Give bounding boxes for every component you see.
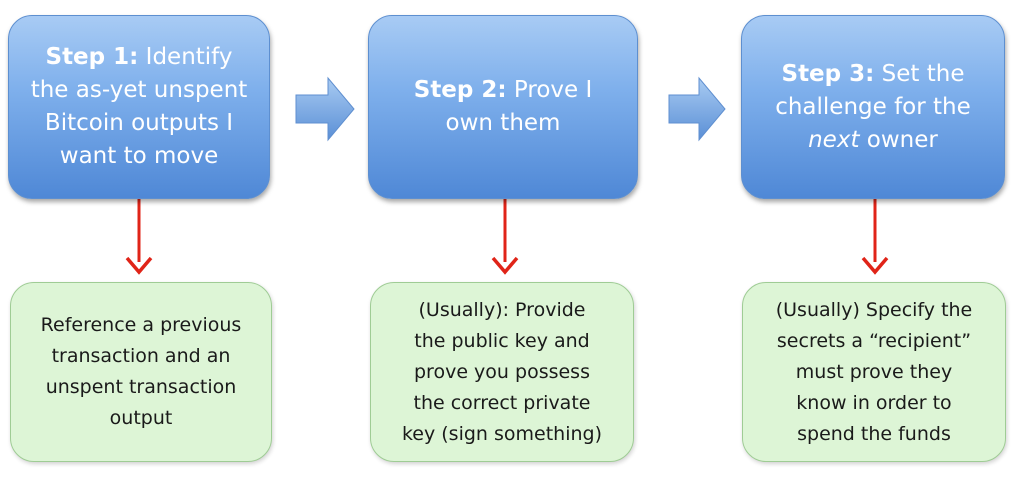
step-1-line-4: want to move bbox=[59, 143, 219, 169]
note-1-line-3: unspent transaction bbox=[45, 376, 237, 398]
step-3-line-3-rest: owner bbox=[859, 126, 938, 153]
note-3-box: (Usually) Specify the secrets a “recipie… bbox=[742, 282, 1006, 462]
note-2-line-2: the public key and bbox=[414, 329, 590, 352]
connector-arrow-3 bbox=[861, 199, 889, 275]
note-3-line-3: must prove they bbox=[795, 360, 953, 383]
step-2-text: Step 2: Prove I own them bbox=[414, 74, 593, 140]
note-2-line-4: the correct private bbox=[413, 391, 591, 414]
connector-arrow-2 bbox=[491, 199, 519, 275]
note-2-line-1: (Usually): Provide bbox=[418, 298, 586, 321]
note-1-text: Reference a previous transaction and an … bbox=[41, 310, 242, 434]
step-2-line-1: Prove I bbox=[513, 77, 593, 103]
step-3-line-1: Set the bbox=[881, 60, 965, 87]
note-1-line-2: transaction and an bbox=[51, 345, 231, 367]
step-2-box: Step 2: Prove I own them bbox=[368, 15, 638, 199]
step-1-line-1: Identify bbox=[145, 44, 233, 70]
step-3-box: Step 3: Set the challenge for the next o… bbox=[741, 15, 1005, 199]
step-2-line-2: own them bbox=[445, 110, 561, 136]
note-2-box: (Usually): Provide the public key and pr… bbox=[370, 282, 634, 462]
note-3-line-2: secrets a “recipient” bbox=[776, 329, 972, 352]
step-1-label: Step 1: bbox=[45, 44, 139, 70]
flow-arrow-1-to-2 bbox=[295, 76, 355, 142]
step-3-line-2: challenge for the bbox=[775, 93, 971, 120]
step-1-box: Step 1: Identify the as-yet unspent Bitc… bbox=[8, 15, 270, 199]
note-1-box: Reference a previous transaction and an … bbox=[10, 282, 272, 462]
step-3-italic-word: next bbox=[808, 126, 860, 153]
note-2-line-5: key (sign something) bbox=[401, 422, 603, 445]
step-1-text: Step 1: Identify the as-yet unspent Bitc… bbox=[31, 41, 248, 173]
note-3-line-4: know in order to bbox=[796, 391, 952, 414]
note-1-line-1: Reference a previous bbox=[40, 314, 242, 336]
note-2-text: (Usually): Provide the public key and pr… bbox=[402, 295, 602, 450]
note-1-line-4: output bbox=[109, 407, 173, 429]
note-3-line-5: spend the funds bbox=[797, 422, 951, 445]
step-2-label: Step 2: bbox=[413, 77, 507, 103]
flow-arrow-2-to-3 bbox=[668, 76, 726, 142]
note-3-line-1: (Usually) Specify the bbox=[775, 298, 973, 321]
connector-arrow-1 bbox=[125, 199, 153, 275]
step-3-text: Step 3: Set the challenge for the next o… bbox=[775, 58, 971, 157]
step-1-line-2: the as-yet unspent bbox=[30, 77, 248, 103]
note-3-text: (Usually) Specify the secrets a “recipie… bbox=[776, 295, 973, 450]
step-3-label: Step 3: bbox=[781, 60, 875, 87]
note-2-line-3: prove you possess bbox=[414, 360, 590, 383]
step-1-line-3: Bitcoin outputs I bbox=[44, 110, 234, 136]
